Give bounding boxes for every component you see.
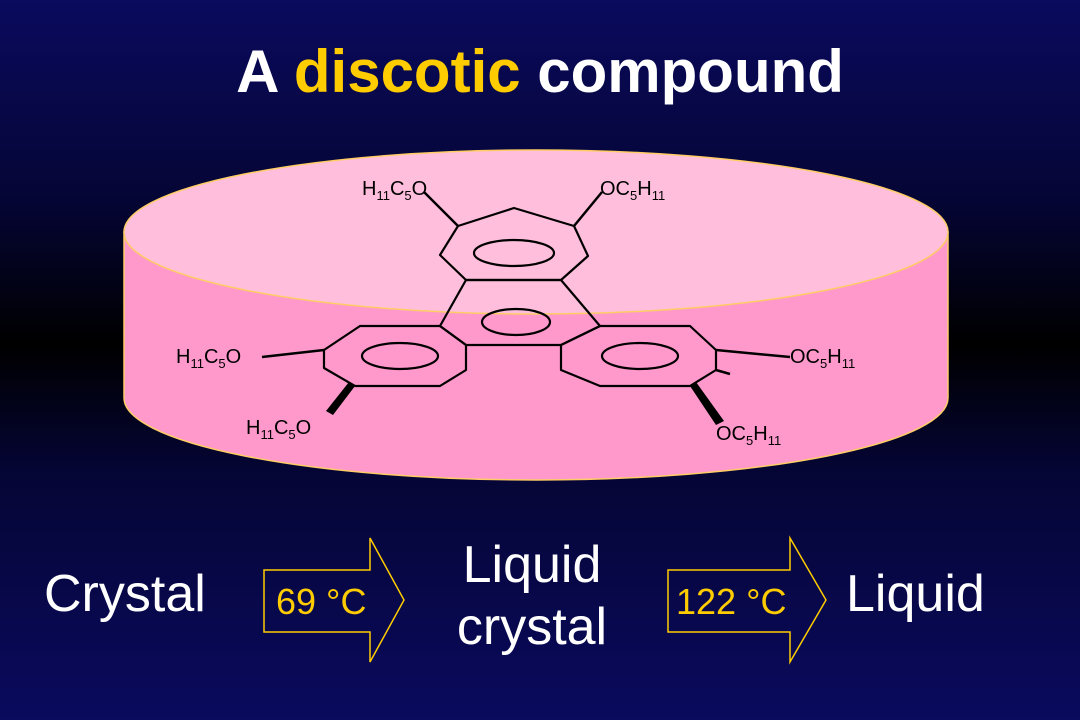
phase-liquid: Liquid — [846, 565, 985, 623]
triphenylene-core — [322, 206, 718, 388]
substituent-mid-right: OC5H11 — [790, 346, 855, 371]
transition-arrow-2 — [667, 535, 827, 665]
disc-top — [123, 149, 949, 315]
substituent-bottom-left: H11C5O — [246, 417, 311, 442]
substituent-mid-left: H11C5O — [176, 346, 241, 371]
left-ring-circle — [360, 341, 440, 371]
transition-temp-2: 122 °C — [676, 581, 787, 622]
phase-liquid-crystal-line1: Liquid — [462, 536, 602, 594]
wedge-bond-left — [326, 382, 355, 415]
title-part1: A — [236, 38, 294, 105]
phase-crystal: Crystal — [44, 565, 206, 623]
top-ring-circle — [472, 238, 556, 268]
substituent-top-right: OC5H11 — [600, 178, 665, 203]
title-part2: compound — [520, 38, 844, 105]
left-benzene-ring — [322, 324, 468, 388]
title-highlight: discotic — [293, 38, 521, 105]
wedge-bond-right — [690, 382, 724, 425]
transition-temp-1: 69 °C — [276, 581, 367, 622]
substituent-bonds — [261, 191, 791, 376]
phase-liquid-crystal-line2: crystal — [456, 598, 608, 656]
substituent-bottom-right: OC5H11 — [716, 423, 781, 448]
slide-title: A discotic compound — [0, 42, 1080, 102]
center-ring-circle — [480, 307, 552, 337]
phase-liquid-crystal: Liquid crystal — [432, 534, 632, 658]
substituent-top-left: H11C5O — [362, 178, 427, 203]
transition-arrow-1 — [263, 537, 405, 663]
right-ring-circle — [600, 341, 680, 371]
disc-shape — [123, 149, 949, 481]
